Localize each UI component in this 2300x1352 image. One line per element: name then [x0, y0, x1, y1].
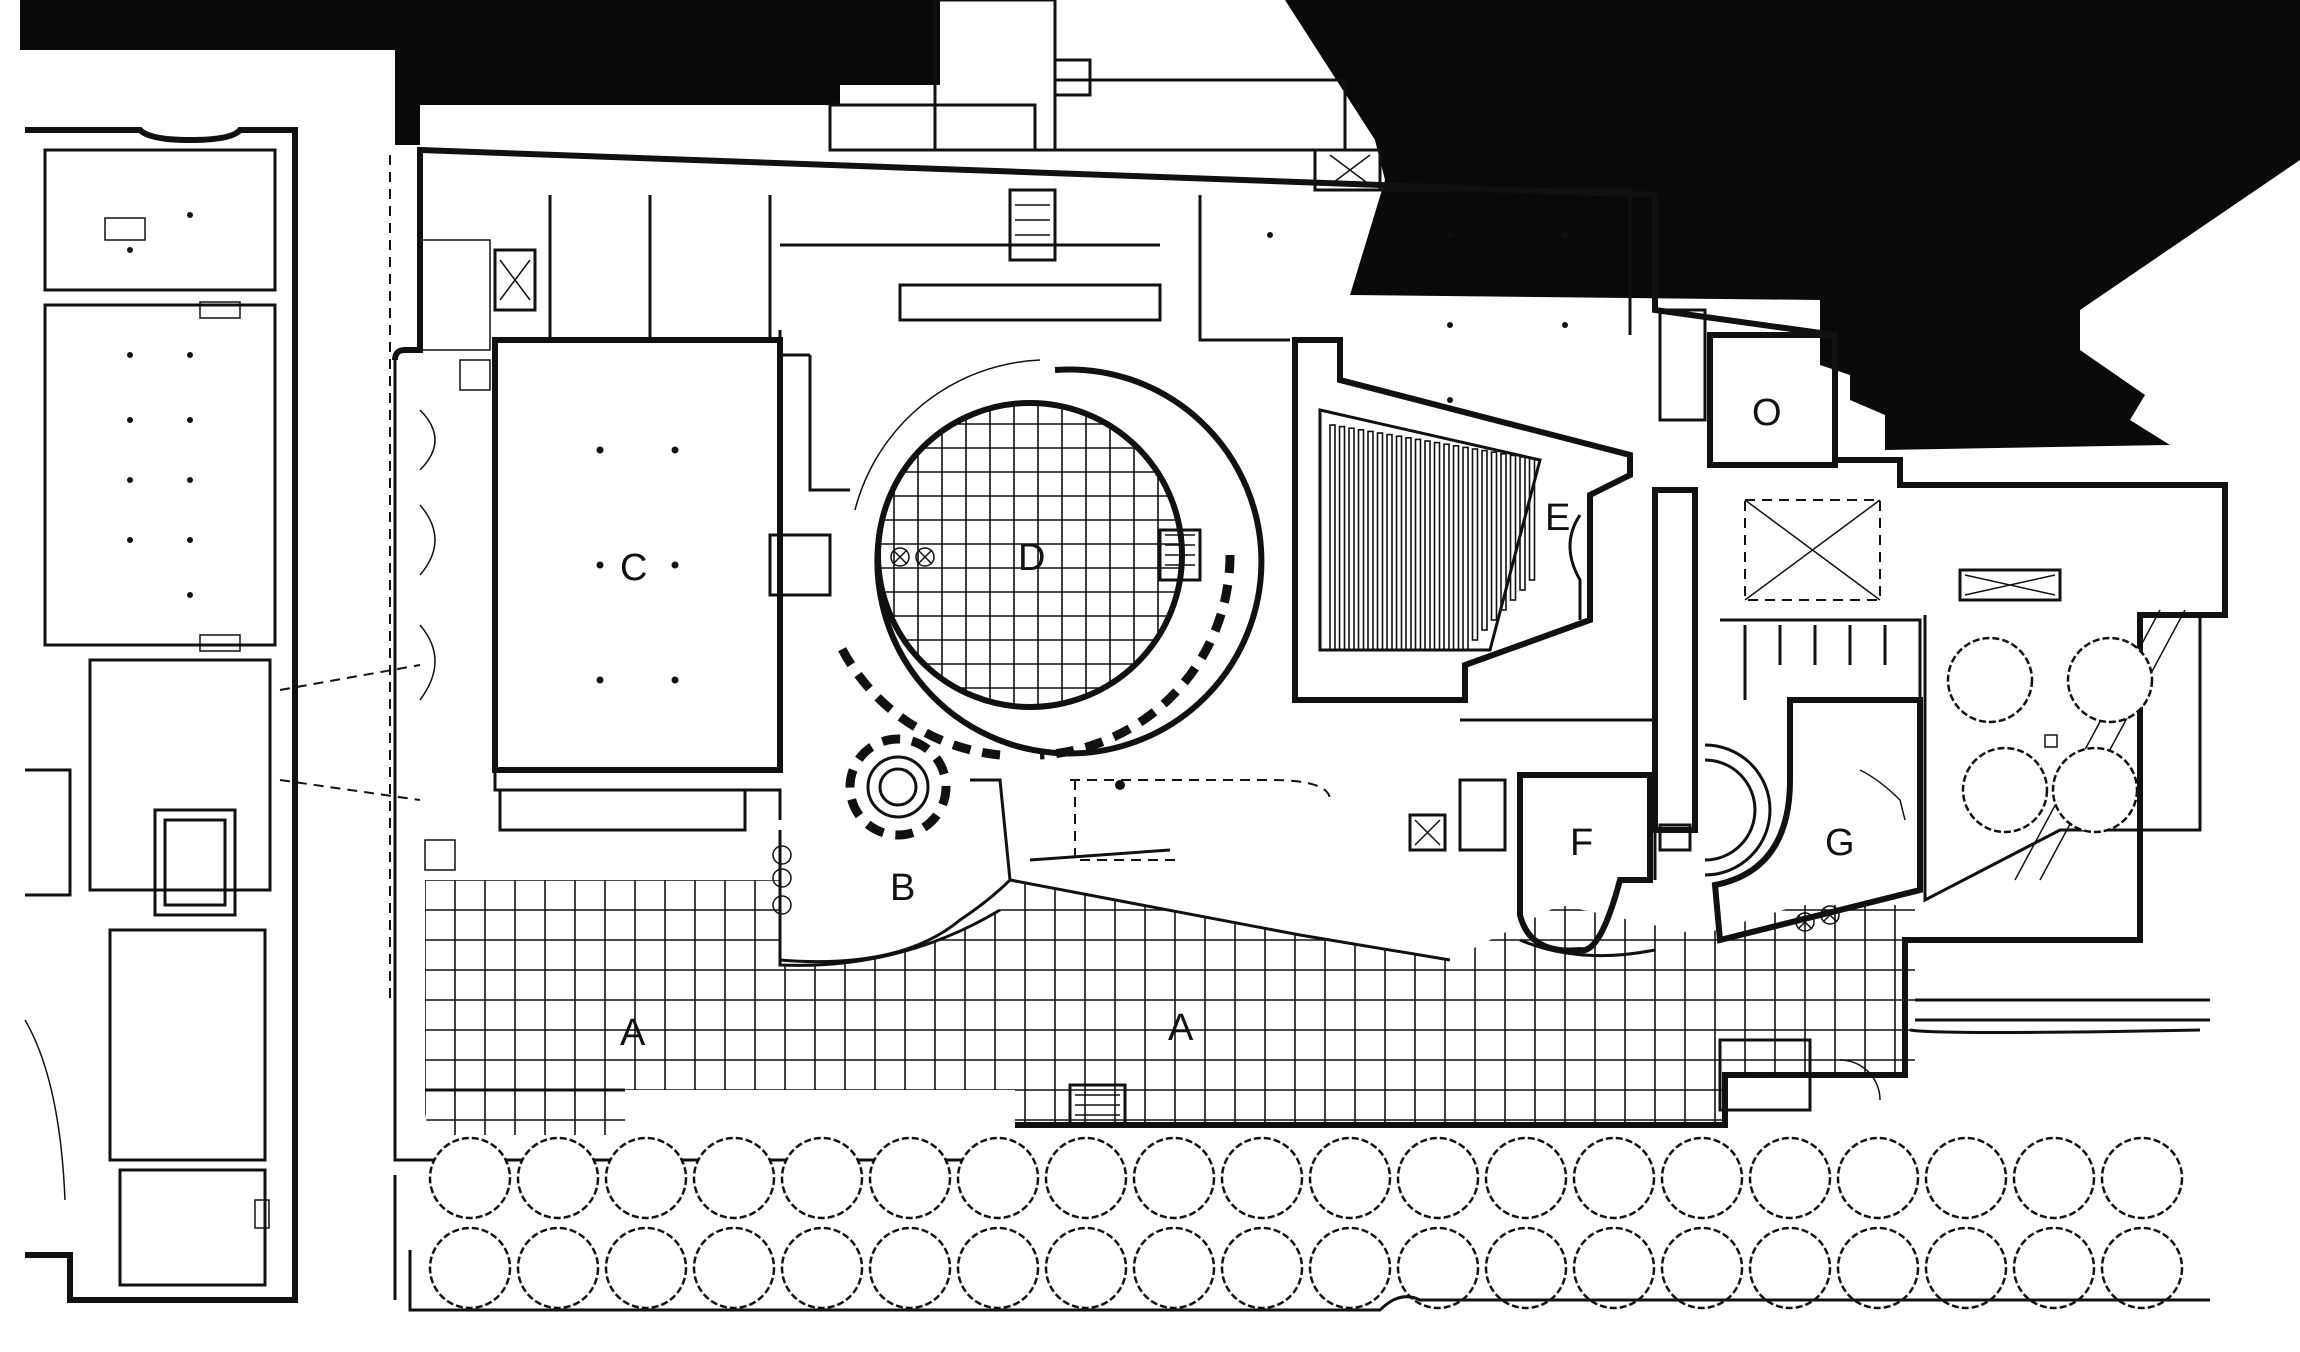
- east-courtyard: [1923, 568, 2202, 903]
- seat-row: [1433, 441, 1441, 651]
- seat-row: [1462, 446, 1469, 651]
- street-tree: [1132, 1136, 1216, 1220]
- label-c: C: [620, 547, 647, 589]
- street-tree: [2012, 1226, 2096, 1310]
- seat-row: [1528, 457, 1536, 581]
- street-tree: [1220, 1226, 1304, 1310]
- hall-f: [1408, 718, 1657, 958]
- connector-dashed-lines: [279, 155, 421, 1000]
- street-tree: [956, 1226, 1040, 1310]
- seat-row: [1376, 432, 1384, 651]
- street-tree: [2100, 1136, 2184, 1220]
- street-tree: [1396, 1136, 1480, 1220]
- seat-row: [1443, 443, 1450, 651]
- street-tree: [1132, 1226, 1216, 1310]
- historic-building-column-grid: [127, 212, 193, 598]
- street-tree: [1308, 1136, 1392, 1220]
- street-tree: [1396, 1226, 1480, 1310]
- seat-row: [1424, 440, 1431, 651]
- hall-g: [1711, 618, 1923, 944]
- street-tree: [1836, 1136, 1920, 1220]
- street-tree: [604, 1226, 688, 1310]
- context-mass-top-left: [20, 0, 940, 145]
- label-b: B: [890, 867, 915, 909]
- label-a-right: A: [1168, 1007, 1194, 1049]
- label-e: E: [1545, 497, 1570, 539]
- street-tree: [1572, 1226, 1656, 1310]
- seat-row: [1452, 444, 1460, 651]
- street-tree: [1660, 1136, 1744, 1220]
- rotunda-entry-icons: [890, 547, 935, 567]
- street-tree: [780, 1226, 864, 1310]
- sidewalk-edge: [393, 1175, 2210, 1312]
- seat-row: [1500, 452, 1507, 611]
- context-mass-top-right: [1285, 0, 2300, 450]
- seat-row: [1348, 427, 1355, 651]
- theatre-e: [1292, 337, 1633, 703]
- seat-row: [1338, 425, 1346, 651]
- street-tree: [1220, 1136, 1304, 1220]
- street-tree: [1836, 1226, 1920, 1310]
- seat-row: [1519, 456, 1526, 591]
- street-tree: [1660, 1226, 1744, 1310]
- hall-c: [419, 239, 810, 871]
- street-tree: [604, 1136, 688, 1220]
- seat-row: [1386, 433, 1393, 651]
- street-tree: [1484, 1226, 1568, 1310]
- seat-row: [1357, 428, 1365, 651]
- north-service-block: [548, 150, 1632, 492]
- seat-row: [1509, 454, 1517, 601]
- seat-row: [1414, 438, 1422, 651]
- rotunda-d: [768, 359, 1265, 760]
- street-tree: [692, 1136, 776, 1220]
- room-o-block: [1658, 308, 1881, 601]
- label-g: G: [1825, 822, 1855, 864]
- street-tree: [1924, 1136, 2008, 1220]
- seat-row: [1329, 424, 1336, 651]
- street-tree: [1572, 1136, 1656, 1220]
- street-tree: [692, 1226, 776, 1310]
- street-tree: [1044, 1226, 1128, 1310]
- street-tree: [516, 1226, 600, 1310]
- street-tree: [428, 1226, 512, 1310]
- street-tree: [868, 1226, 952, 1310]
- theatre-seating: [1329, 424, 1536, 651]
- label-d: D: [1018, 537, 1045, 579]
- street-tree: [1924, 1226, 2008, 1310]
- street-tree: [516, 1136, 600, 1220]
- seat-row: [1367, 430, 1374, 651]
- street-tree: [868, 1136, 952, 1220]
- south-plaza-a: [425, 845, 1915, 1135]
- seat-row: [1471, 448, 1479, 641]
- seat-row: [1490, 451, 1498, 621]
- street-tree: [1748, 1226, 1832, 1310]
- street-tree: [1044, 1136, 1128, 1220]
- street-tree: [428, 1136, 512, 1220]
- seat-row: [1481, 449, 1488, 631]
- street-tree: [1748, 1136, 1832, 1220]
- hall-c-columns: [596, 446, 679, 684]
- lobby-b: [778, 734, 1331, 964]
- label-a-left: A: [620, 1012, 646, 1054]
- street-tree: [956, 1136, 1040, 1220]
- street-tree: [2100, 1226, 2184, 1310]
- label-o: O: [1752, 392, 1782, 434]
- street-tree-rows: [428, 1136, 2184, 1310]
- seat-row: [1395, 435, 1403, 651]
- seat-row: [1405, 436, 1412, 651]
- street-tree: [1484, 1136, 1568, 1220]
- historic-building-left: [24, 127, 298, 1303]
- street-tree: [2012, 1136, 2096, 1220]
- street-tree: [1308, 1226, 1392, 1310]
- street-tree: [780, 1136, 864, 1220]
- central-corridor: [1652, 487, 1772, 880]
- label-f: F: [1570, 822, 1593, 864]
- plaza-paving-grid: [425, 880, 1915, 1135]
